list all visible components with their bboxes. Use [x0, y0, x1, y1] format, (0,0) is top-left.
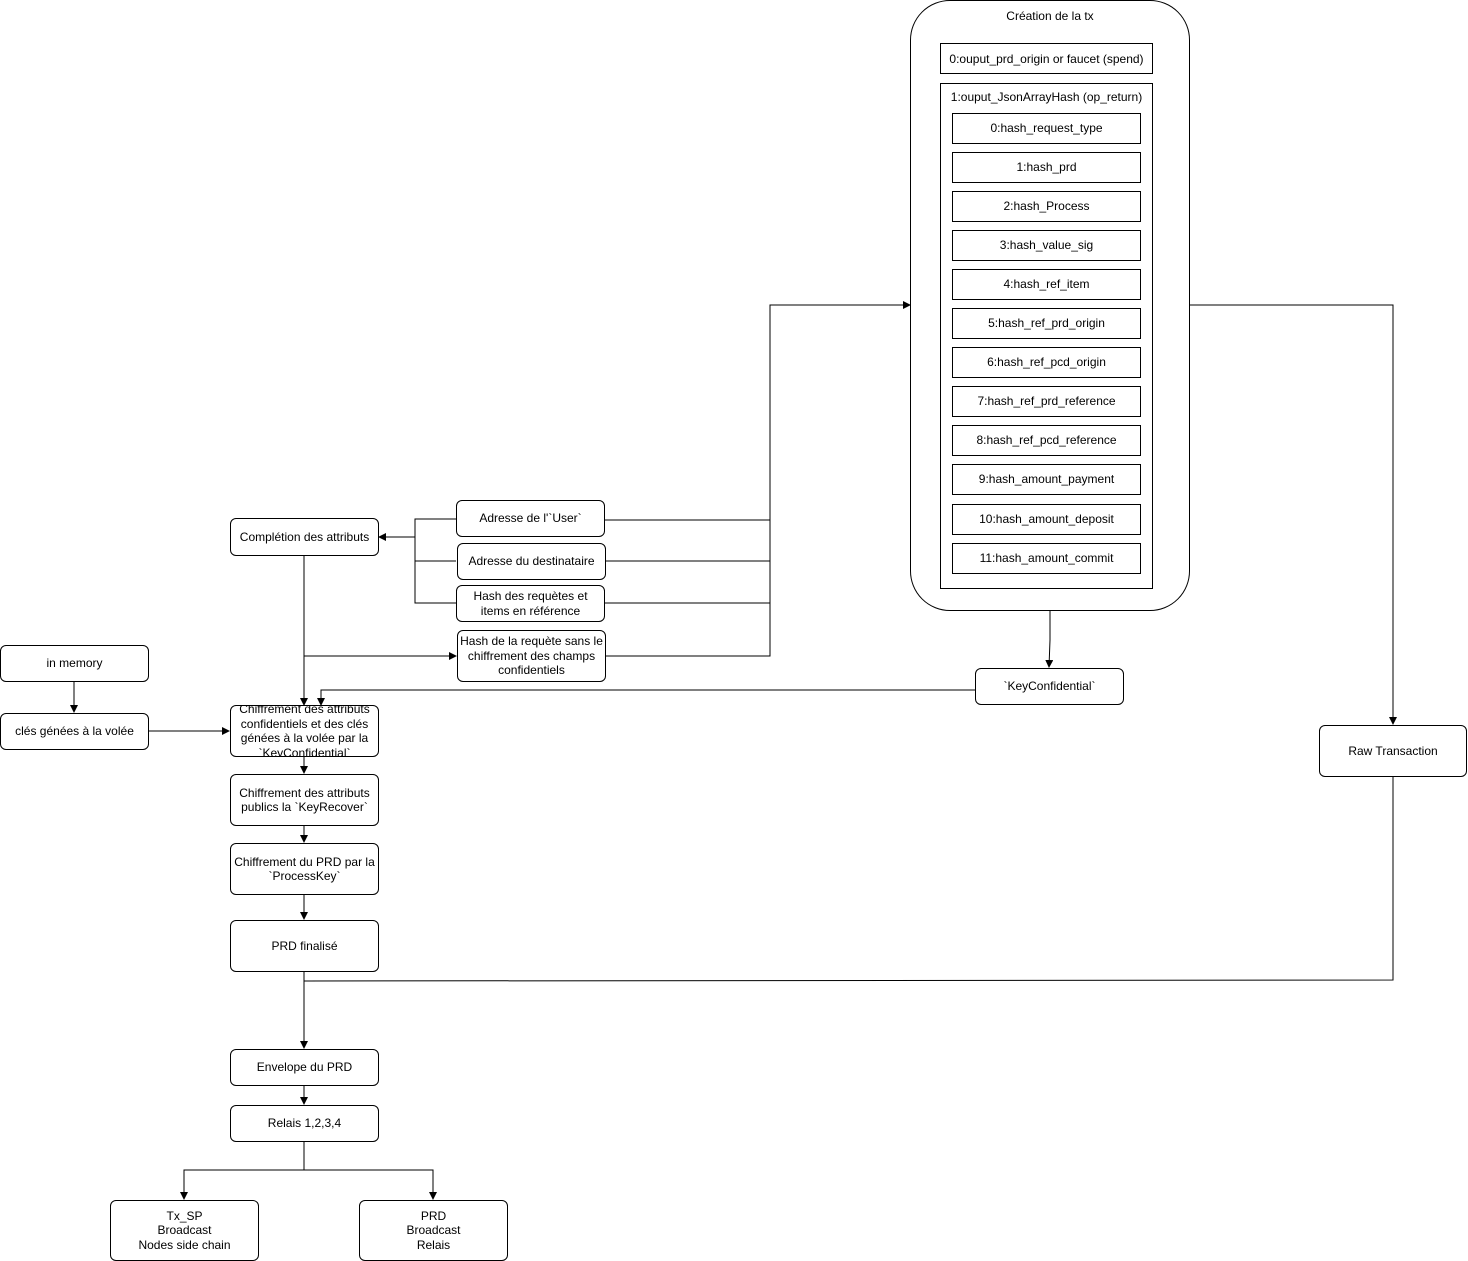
- prd-broadcast-node: PRD Broadcast Relais: [359, 1200, 508, 1261]
- hash-field: 4:hash_ref_item: [952, 269, 1141, 300]
- encrypt-prd-node: Chiffrement du PRD par la `ProcessKey`: [230, 843, 379, 895]
- edge-requests-to-completion: [414, 537, 456, 604]
- hash-field: 1:hash_prd: [952, 152, 1141, 183]
- tx-output-0: 0:ouput_prd_origin or faucet (spend): [940, 43, 1153, 74]
- requests-hash-node: Hash des requètes et items en référence: [456, 585, 605, 622]
- encrypt-public-node: Chiffrement des attributs publics la `Ke…: [230, 774, 379, 826]
- keys-generated-node: clés génées à la volée: [0, 713, 149, 750]
- recipient-address-node: Adresse du destinataire: [457, 543, 606, 580]
- edge-user-to-completion: [414, 518, 456, 537]
- edge-raw-to-envelope: [303, 776, 1394, 982]
- relays-node: Relais 1,2,3,4: [230, 1105, 379, 1142]
- encrypt-confidential-node: Chiffrement des attributs confidentiels …: [230, 705, 379, 757]
- in-memory-node: in memory: [0, 645, 149, 682]
- hash-field: 7:hash_ref_prd_reference: [952, 386, 1141, 417]
- hash-field: 2:hash_Process: [952, 191, 1141, 222]
- tx-output-0-label: 0:ouput_prd_origin or faucet (spend): [949, 51, 1144, 66]
- edge-relays-to-prd: [304, 1169, 437, 1200]
- edge-relays-to-txsp: [180, 1141, 305, 1200]
- hash-field: 6:hash_ref_pcd_origin: [952, 347, 1141, 378]
- raw-transaction-node: Raw Transaction: [1319, 725, 1467, 777]
- edge-recipient-to-completion: [414, 537, 456, 562]
- tx-sp-broadcast-node: Tx_SP Broadcast Nodes side chain: [110, 1200, 259, 1261]
- edge-tx-to-keyconf: [1045, 611, 1054, 668]
- request-hash-no-conf-node: Hash de la requète sans le chiffrement d…: [457, 630, 606, 682]
- key-confidential-node: `KeyConfidential`: [975, 668, 1124, 705]
- hash-field: 3:hash_value_sig: [952, 230, 1141, 261]
- hash-field: 5:hash_ref_prd_origin: [952, 308, 1141, 339]
- completion-node: Complétion des attributs: [230, 518, 379, 556]
- edge-hash-to-tx: [605, 301, 911, 657]
- tx-creation-title: Création de la tx: [1006, 9, 1094, 23]
- user-address-node: Adresse de l'`User`: [456, 500, 605, 537]
- hash-field: 0:hash_request_type: [952, 113, 1141, 144]
- hash-field: 10:hash_amount_deposit: [952, 504, 1141, 535]
- tx-output-1-title: 1:ouput_JsonArrayHash (op_return): [950, 90, 1143, 104]
- envelope-node: Envelope du PRD: [230, 1049, 379, 1086]
- hash-field: 8:hash_ref_pcd_reference: [952, 425, 1141, 456]
- edge-tx-to-raw: [1190, 304, 1397, 725]
- prd-final-node: PRD finalisé: [230, 920, 379, 972]
- hash-field: 11:hash_amount_commit: [952, 543, 1141, 574]
- hash-field: 9:hash_amount_payment: [952, 464, 1141, 495]
- edge-keyconf-to-encrypt: [317, 689, 975, 706]
